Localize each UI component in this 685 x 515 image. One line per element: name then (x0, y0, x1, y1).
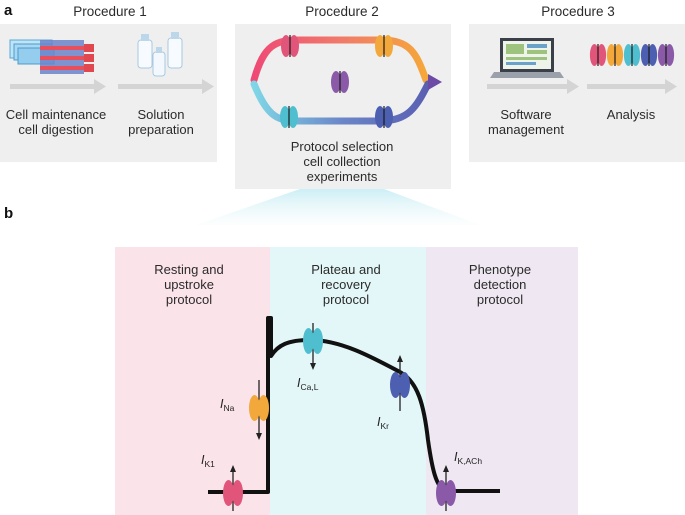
procedure-1-title: Procedure 1 (73, 4, 147, 19)
zone-plateau-line3: protocol (323, 292, 369, 307)
zone-plateau-caption: Plateau and recovery protocol (311, 262, 380, 307)
zone-phenotype-caption: Phenotype detection protocol (469, 262, 531, 307)
current-cal-sub: Ca,L (300, 382, 318, 392)
step-software-line2: management (488, 122, 564, 137)
ion-channel-icon (657, 44, 675, 66)
current-label-kach: IK,ACh (454, 450, 482, 466)
zone-plateau-line2: recovery (321, 277, 371, 292)
step-software-line1: Software (500, 107, 551, 122)
procedure-2-caption-line1: Protocol selection (291, 139, 394, 154)
current-label-k1: IK1 (201, 453, 215, 469)
step-cell-maintenance-line2: cell digestion (18, 122, 93, 137)
zone-resting-line1: Resting and (154, 262, 223, 277)
ion-channel-icon (606, 44, 624, 66)
current-k1-main: I (201, 453, 205, 467)
zone-resting-line2: upstroke (164, 277, 214, 292)
current-k1-sub: K1 (204, 459, 215, 469)
ion-channel-icon (640, 44, 658, 66)
procedure-2-caption-line2: cell collection (303, 154, 380, 169)
ion-channel-kach-icon (436, 465, 456, 511)
current-kr-main: I (377, 415, 381, 429)
zone-phenotype (426, 247, 578, 515)
step-cell-maintenance-line1: Cell maintenance (6, 107, 106, 122)
current-kach-main: I (454, 450, 458, 464)
current-label-kr: IKr (377, 415, 389, 431)
procedure-3-arrow (487, 79, 677, 94)
ion-channel-cal-icon (303, 323, 323, 370)
current-kr-sub: Kr (380, 421, 389, 431)
ion-channel-icon (623, 44, 641, 66)
procedure-3-title: Procedure 3 (541, 4, 615, 19)
current-kach-sub: K,ACh (457, 456, 482, 466)
procedure-2-channels (280, 35, 393, 128)
current-label-na: INa (220, 397, 235, 413)
ion-channel-icon (375, 35, 393, 57)
protocol-arrowhead (428, 74, 442, 90)
ion-channel-icon (331, 71, 349, 93)
cell-culture-flask-icon (9, 39, 94, 74)
zone-phenotype-line1: Phenotype (469, 262, 531, 277)
action-potential-trace (208, 316, 500, 494)
step-analysis: Analysis (607, 107, 656, 122)
current-na-main: I (220, 397, 224, 411)
ion-channel-k1-icon (223, 465, 243, 511)
zone-resting (115, 247, 270, 515)
laptop-icon (490, 38, 564, 78)
current-na-sub: Na (223, 403, 234, 413)
panel-a-label: a (4, 2, 13, 19)
panel-b-label: b (4, 205, 13, 222)
zone-resting-caption: Resting and upstroke protocol (154, 262, 223, 307)
current-cal-main: I (297, 376, 301, 390)
solution-bottles-icon (137, 32, 183, 77)
ion-channel-icon (281, 35, 299, 57)
procedure-3-channels (589, 44, 675, 66)
step-solution-line1: Solution (138, 107, 185, 122)
procedure-1-arrow (10, 79, 214, 94)
zoom-beam (196, 189, 480, 225)
ion-channel-icon (375, 106, 393, 128)
zone-plateau-line1: Plateau and (311, 262, 380, 277)
current-label-cal: ICa,L (297, 376, 319, 392)
ion-channel-icon (280, 106, 298, 128)
procedure-2-caption-line3: experiments (307, 169, 378, 184)
zone-phenotype-line3: protocol (477, 292, 523, 307)
ion-channel-icon (589, 44, 607, 66)
zone-resting-line3: protocol (166, 292, 212, 307)
ion-channel-kr-icon (390, 355, 410, 411)
procedure-2-title: Procedure 2 (305, 4, 379, 19)
step-solution-line2: preparation (128, 122, 194, 137)
ion-channel-na-icon (249, 380, 269, 440)
zone-phenotype-line2: detection (474, 277, 527, 292)
